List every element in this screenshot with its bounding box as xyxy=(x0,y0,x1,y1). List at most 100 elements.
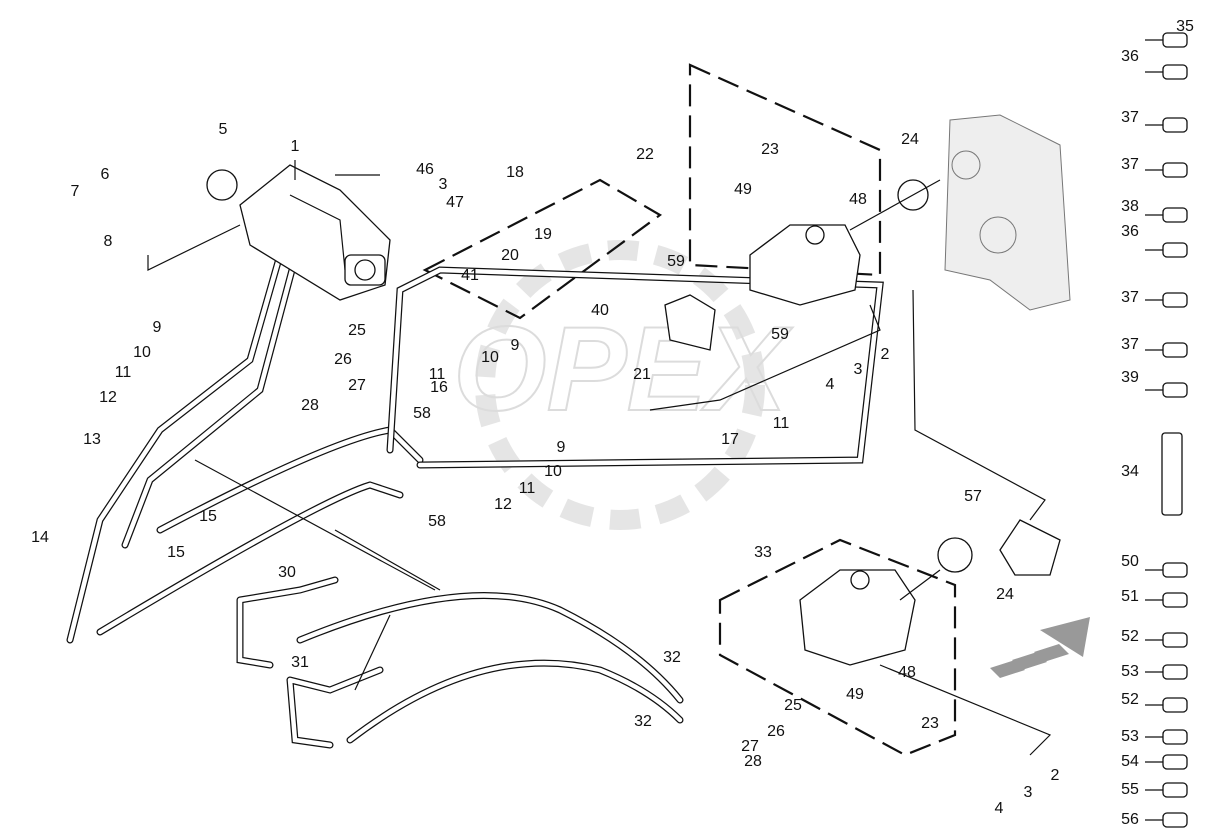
callout-1: 1 xyxy=(291,138,300,155)
direction-arrow-icon xyxy=(990,617,1090,678)
callout-13: 13 xyxy=(83,431,101,448)
callout-15: 15 xyxy=(167,544,185,561)
callout-50: 50 xyxy=(1121,553,1139,570)
callout-27: 27 xyxy=(741,738,759,755)
callout-8: 8 xyxy=(104,233,113,250)
group-33-box xyxy=(718,538,957,757)
watermark-logo: OPEX xyxy=(452,240,795,530)
callout-26: 26 xyxy=(767,723,785,740)
clamp-part xyxy=(1162,342,1188,358)
callout-49: 49 xyxy=(734,181,752,198)
clamp-part xyxy=(1162,292,1188,308)
callout-24: 24 xyxy=(901,131,919,148)
callout-59: 59 xyxy=(771,326,789,343)
callout-54: 54 xyxy=(1121,753,1139,770)
callout-58: 58 xyxy=(413,405,431,422)
callout-25: 25 xyxy=(348,322,366,339)
clamp-part xyxy=(1162,382,1188,398)
callout-23: 23 xyxy=(761,141,779,158)
callout-52: 52 xyxy=(1121,628,1139,645)
callout-28: 28 xyxy=(301,397,319,414)
callout-33: 33 xyxy=(754,544,772,561)
hydraulic-pump-lower xyxy=(799,569,916,666)
callout-38: 38 xyxy=(1121,198,1139,215)
group-18-box xyxy=(422,178,663,320)
callout-57: 57 xyxy=(964,488,982,505)
clamp-part xyxy=(1162,697,1188,713)
callout-6: 6 xyxy=(101,166,110,183)
callout-40: 40 xyxy=(591,302,609,319)
hose-sleeve xyxy=(1161,432,1183,516)
clamp-stack xyxy=(1145,32,1188,828)
callout-46: 46 xyxy=(416,161,434,178)
callout-53: 53 xyxy=(1121,663,1139,680)
callout-26: 26 xyxy=(334,351,352,368)
callout-32: 32 xyxy=(634,713,652,730)
callout-10: 10 xyxy=(133,344,151,361)
callout-59: 59 xyxy=(667,253,685,270)
gearbox-housing xyxy=(944,114,1071,311)
callout-47: 47 xyxy=(446,194,464,211)
clamp-part xyxy=(1162,207,1188,223)
callout-9: 9 xyxy=(153,319,162,336)
clamp-part xyxy=(1162,632,1188,648)
callout-20: 20 xyxy=(501,247,519,264)
callout-56: 56 xyxy=(1121,811,1139,828)
callout-41: 41 xyxy=(461,267,479,284)
callout-16: 16 xyxy=(430,379,448,396)
callout-7: 7 xyxy=(71,183,80,200)
callout-2: 2 xyxy=(1051,767,1060,784)
callout-34: 34 xyxy=(1121,463,1139,480)
callout-39: 39 xyxy=(1121,369,1139,386)
callout-11: 11 xyxy=(519,480,536,497)
clamp-part xyxy=(1162,117,1188,133)
callout-12: 12 xyxy=(494,496,512,513)
callout-19: 19 xyxy=(534,226,552,243)
callout-4: 4 xyxy=(826,376,835,393)
callout-labels: 3536373738363737393450515253525354555615… xyxy=(31,18,1194,828)
o-ring-5 xyxy=(206,169,238,201)
clamp-part xyxy=(1162,242,1188,258)
callout-3: 3 xyxy=(854,361,863,378)
callout-48: 48 xyxy=(849,191,867,208)
callout-48: 48 xyxy=(898,664,916,681)
callout-37: 37 xyxy=(1121,336,1139,353)
distributor-block xyxy=(664,294,716,351)
group-22-box xyxy=(688,63,882,277)
callout-21: 21 xyxy=(633,366,651,383)
callout-4: 4 xyxy=(995,800,1004,817)
callout-58: 58 xyxy=(428,513,446,530)
callout-17: 17 xyxy=(721,431,739,448)
callout-37: 37 xyxy=(1121,156,1139,173)
callout-28: 28 xyxy=(744,753,762,770)
callout-9: 9 xyxy=(557,439,566,456)
callout-52: 52 xyxy=(1121,691,1139,708)
callout-37: 37 xyxy=(1121,109,1139,126)
callout-12: 12 xyxy=(99,389,117,406)
callout-11: 11 xyxy=(429,366,446,383)
callout-22: 22 xyxy=(636,146,654,163)
callout-31: 31 xyxy=(291,654,309,671)
callout-14: 14 xyxy=(31,529,49,546)
callout-35: 35 xyxy=(1176,18,1194,35)
clamp-part xyxy=(1162,729,1188,745)
hydraulic-lines xyxy=(66,216,884,749)
callout-2: 2 xyxy=(881,346,890,363)
callout-3: 3 xyxy=(1024,784,1033,801)
callout-36: 36 xyxy=(1121,223,1139,240)
callout-30: 30 xyxy=(278,564,296,581)
callout-25: 25 xyxy=(784,697,802,714)
leader-lines xyxy=(147,160,1052,756)
clamp-part xyxy=(1162,592,1188,608)
clamp-part xyxy=(1162,562,1188,578)
callout-3: 3 xyxy=(439,176,448,193)
clamp-part xyxy=(1162,64,1188,80)
callout-23: 23 xyxy=(921,715,939,732)
callout-9: 9 xyxy=(511,337,520,354)
callout-15: 15 xyxy=(199,508,217,525)
clamp-part xyxy=(1162,754,1188,770)
clamp-part xyxy=(1162,812,1188,828)
callout-37: 37 xyxy=(1121,289,1139,306)
